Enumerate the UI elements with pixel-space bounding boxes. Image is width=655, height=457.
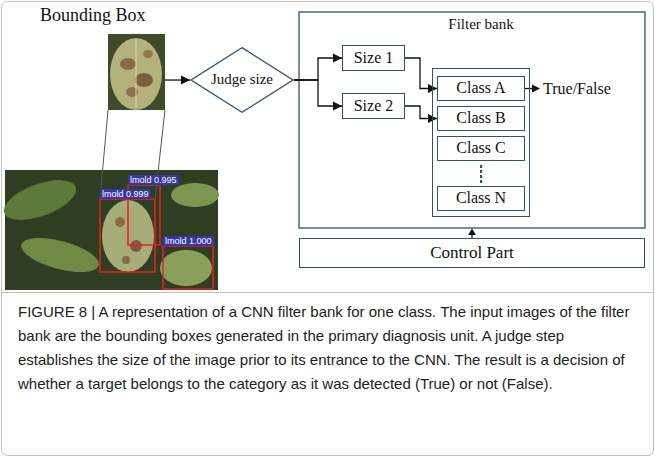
- lesion: [115, 217, 125, 227]
- leaf-blade: [110, 38, 162, 110]
- filter-bank: Filter bankClass A Class B Class C Class N: [432, 14, 530, 217]
- class-box: Class B: [437, 106, 525, 131]
- box-label: Size 2: [354, 97, 394, 115]
- foliage: [18, 231, 103, 279]
- arrow-head: [468, 229, 476, 236]
- lesion: [135, 73, 153, 87]
- dot: [480, 165, 482, 168]
- figure-caption: FIGURE 8 | A representation of a CNN fil…: [18, 300, 633, 396]
- connector-arrow: [294, 80, 342, 106]
- caption-separator: [2, 292, 654, 293]
- control-box: Control Part: [299, 238, 645, 268]
- leaf-vein: [136, 40, 137, 108]
- lesion: [122, 256, 130, 264]
- crop-ground: [108, 34, 165, 110]
- zoom-line: [100, 110, 108, 199]
- detection-label: lmold 1.000: [163, 236, 214, 246]
- arrow-head: [532, 85, 540, 93]
- zoom-line: [155, 110, 165, 199]
- lesion: [120, 58, 136, 70]
- detection-box: [163, 246, 213, 289]
- class-box: Class N: [437, 186, 525, 211]
- lesion: [143, 50, 153, 58]
- detection-label: lmold 0.999: [100, 189, 151, 199]
- box-label: Control Part: [430, 243, 514, 263]
- foliage: [171, 183, 219, 207]
- field-photo: [0, 170, 219, 290]
- dot: [480, 170, 482, 173]
- detection-label: lmold 0.995: [128, 175, 179, 185]
- class-box: Class A: [437, 76, 525, 101]
- heading: Filter bank: [432, 14, 530, 34]
- box-label: Class N: [456, 189, 506, 207]
- box-label: Class B: [456, 109, 505, 127]
- size-box: Size 1: [342, 45, 405, 71]
- dot: [480, 175, 482, 178]
- connector-arrow: [294, 58, 342, 80]
- dot: [480, 180, 482, 183]
- lesion: [130, 240, 142, 252]
- leaf-crop: [108, 34, 165, 110]
- box-label: Class A: [456, 79, 505, 97]
- ellipsis-dots: [480, 165, 482, 183]
- box-label: Judge size: [211, 71, 273, 88]
- class-box: Class C: [437, 136, 525, 161]
- system-frame: [299, 12, 645, 228]
- input-image: Bounding Box: [40, 3, 165, 110]
- foliage: [0, 172, 81, 228]
- diamond-shape: [191, 48, 293, 113]
- control-arrow: [468, 229, 476, 239]
- output-arrow: [525, 85, 540, 93]
- size-box: Size 2: [342, 93, 405, 119]
- heading: Bounding Box: [40, 3, 165, 27]
- connector-arrow: [165, 79, 190, 80]
- foliage: [160, 250, 212, 286]
- output-label: True/False: [543, 79, 611, 99]
- box-label: Class C: [456, 139, 505, 157]
- decision-diamond: Judge size: [190, 47, 294, 113]
- box-label: Size 1: [354, 49, 394, 67]
